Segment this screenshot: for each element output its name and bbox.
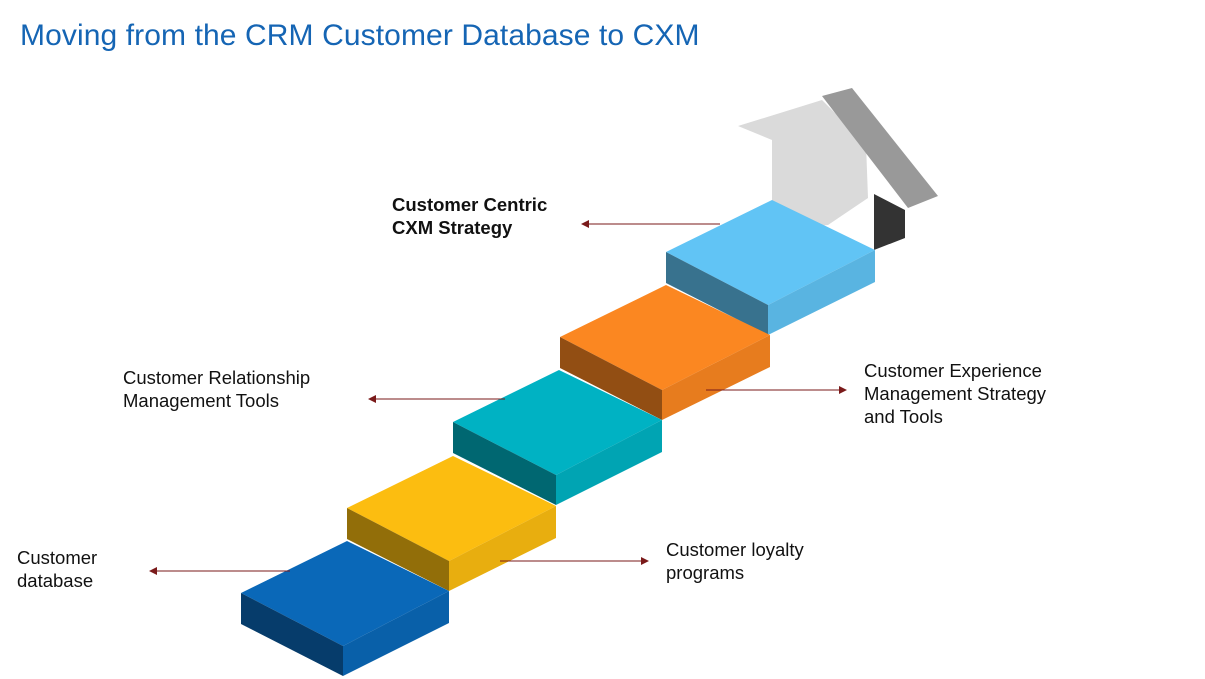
step-3 <box>453 370 662 505</box>
label-customer-centric-strategy: Customer Centric CXM Strategy <box>392 194 548 238</box>
label-customer-database: Customer database <box>17 547 98 591</box>
house-arrow-icon <box>738 88 938 250</box>
step-1 <box>241 541 449 676</box>
step-2 <box>347 456 556 591</box>
label-loyalty-programs: Customer loyalty programs <box>666 539 804 583</box>
step-4 <box>560 285 770 420</box>
step-5 <box>666 200 875 335</box>
connector-lines <box>149 220 847 575</box>
page-title: Moving from the CRM Customer Database to… <box>20 19 700 52</box>
label-cxm-strategy-tools: Customer Experience Management Strategy … <box>864 360 1047 427</box>
label-crm-tools: Customer Relationship Management Tools <box>123 367 311 411</box>
